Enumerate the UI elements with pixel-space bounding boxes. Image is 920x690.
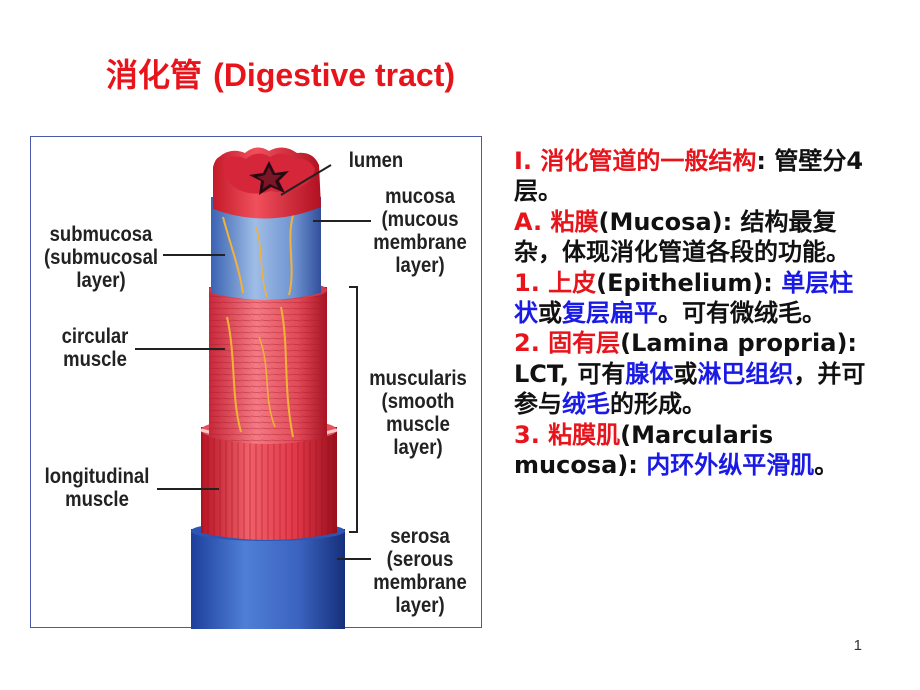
para-structure: I. 消化管道的一般结构: 管壁分4层。 — [514, 147, 864, 206]
page-title: 消化管 (Digestive tract) — [106, 50, 455, 96]
label-lumen: lumen — [348, 149, 404, 172]
tube-illustration — [135, 147, 371, 629]
para-muscularis-mucosa: 3. 粘膜肌(Marcularis mucosa): 内环外纵平滑肌。 — [514, 420, 839, 480]
title-zh: 消化管 — [106, 56, 203, 94]
para-epithelium: 1. 上皮(Epithelium): 单层柱状或复层扁平。可有微绒毛。 — [514, 268, 854, 328]
description-text: I. 消化管道的一般结构: 管壁分4层。 A. 粘膜(Mucosa): 结构最复… — [514, 146, 874, 480]
para-lamina-propria: 2. 固有层(Lamina propria): LCT, 可有腺体或淋巴组织，并… — [514, 329, 866, 419]
lumen-leader-line — [280, 164, 332, 196]
title-en: (Digestive tract) — [213, 57, 455, 93]
page-number: 1 — [853, 637, 862, 654]
para-mucosa: A. 粘膜(Mucosa): 结构最复杂，体现消化管道各段的功能。 — [514, 207, 850, 267]
